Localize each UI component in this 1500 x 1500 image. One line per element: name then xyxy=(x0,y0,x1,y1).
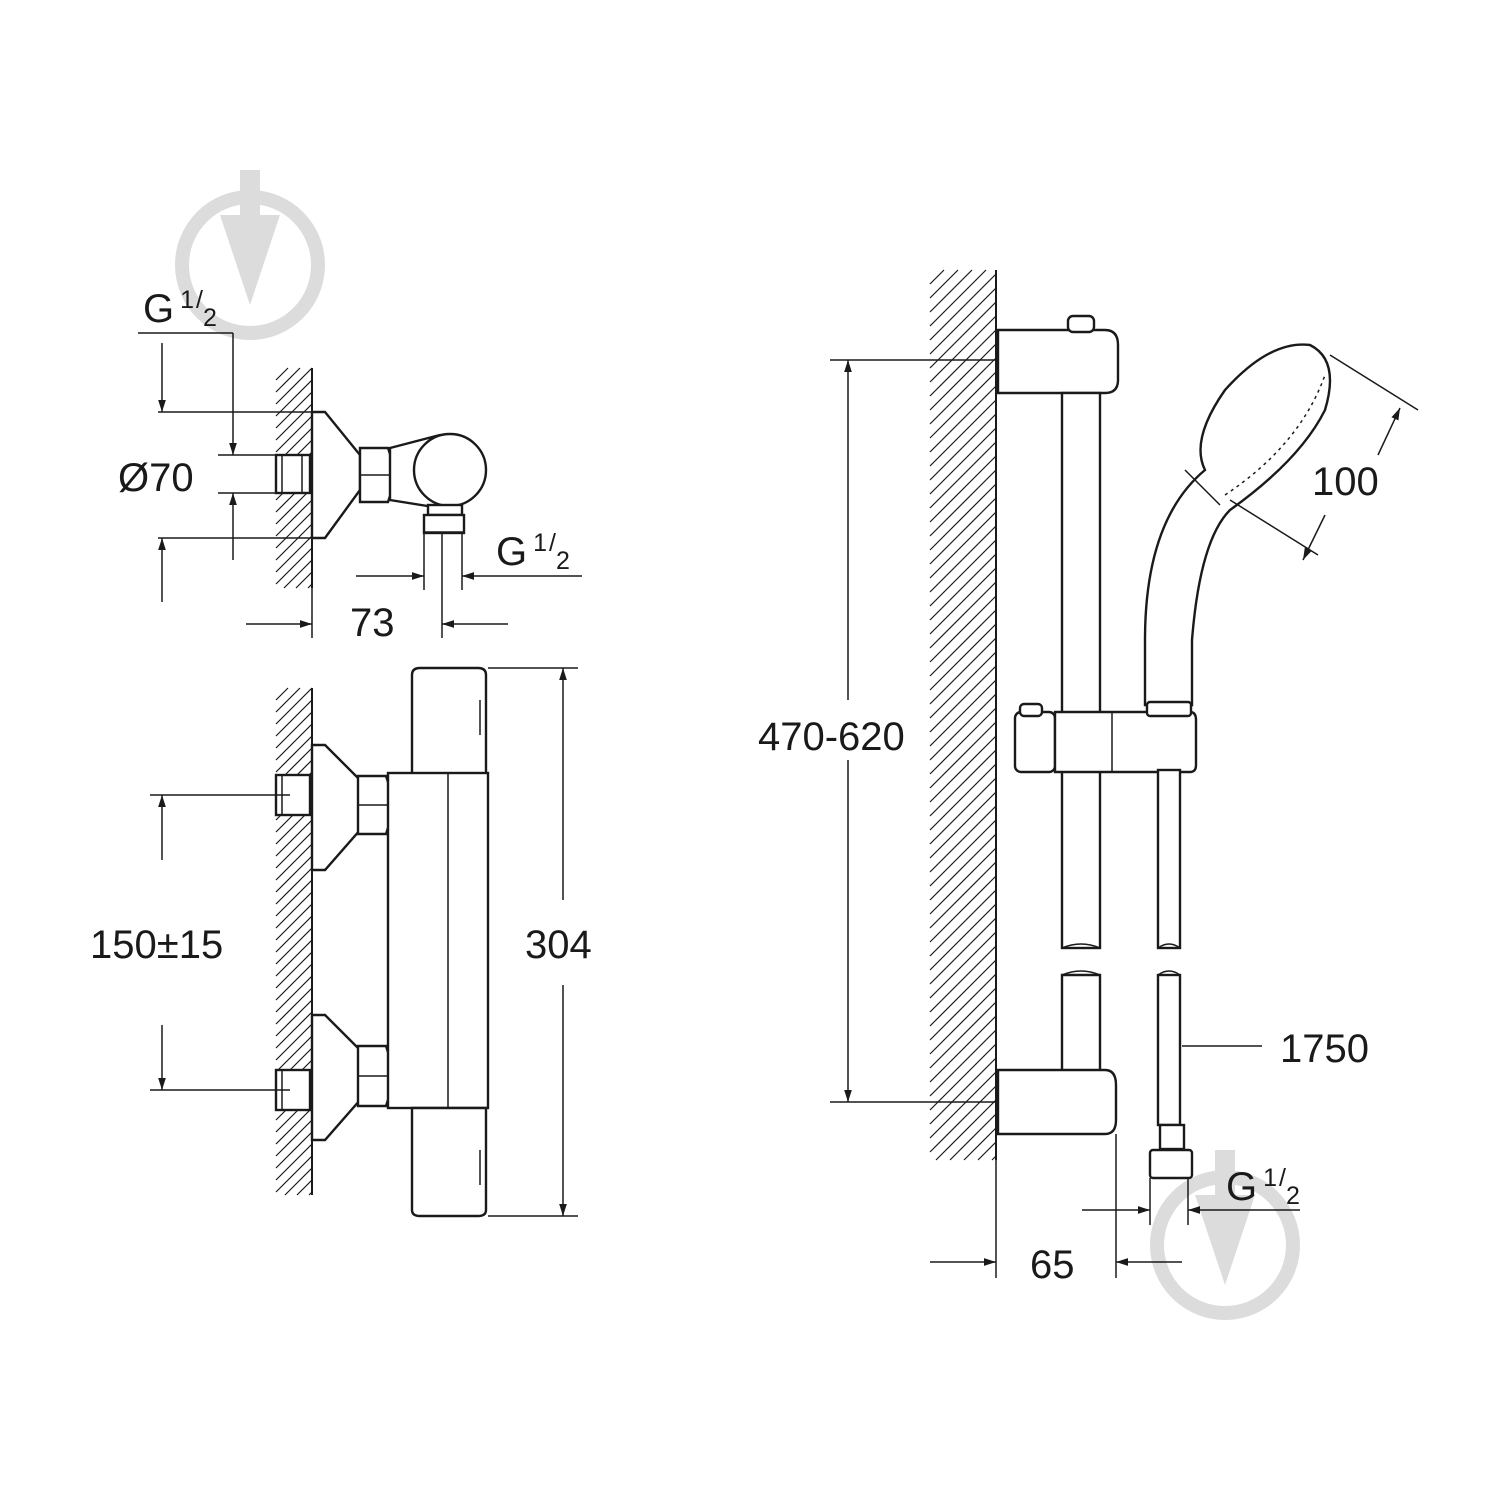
watermark-logo-top xyxy=(175,170,325,340)
shower-rail-set xyxy=(830,269,1419,1278)
hose-length-label: 1750 xyxy=(1280,1027,1369,1071)
wall-hatch-bottom-left xyxy=(275,687,313,1196)
wall-hatch-right xyxy=(929,269,997,1161)
head-diameter-label: 100 xyxy=(1312,460,1379,504)
rail-offset-label: 65 xyxy=(1030,1243,1075,1287)
mixer-front-view xyxy=(150,666,578,1218)
height-304-label: 304 xyxy=(525,923,592,967)
diameter-label: Ø70 xyxy=(118,456,194,500)
rail-range-label: 470-620 xyxy=(758,715,905,759)
watermark-logo-bottom xyxy=(1150,1150,1300,1320)
depth-73-label: 73 xyxy=(350,601,395,645)
spacing-label: 150±15 xyxy=(90,923,223,967)
mixer-side-view xyxy=(138,332,582,638)
